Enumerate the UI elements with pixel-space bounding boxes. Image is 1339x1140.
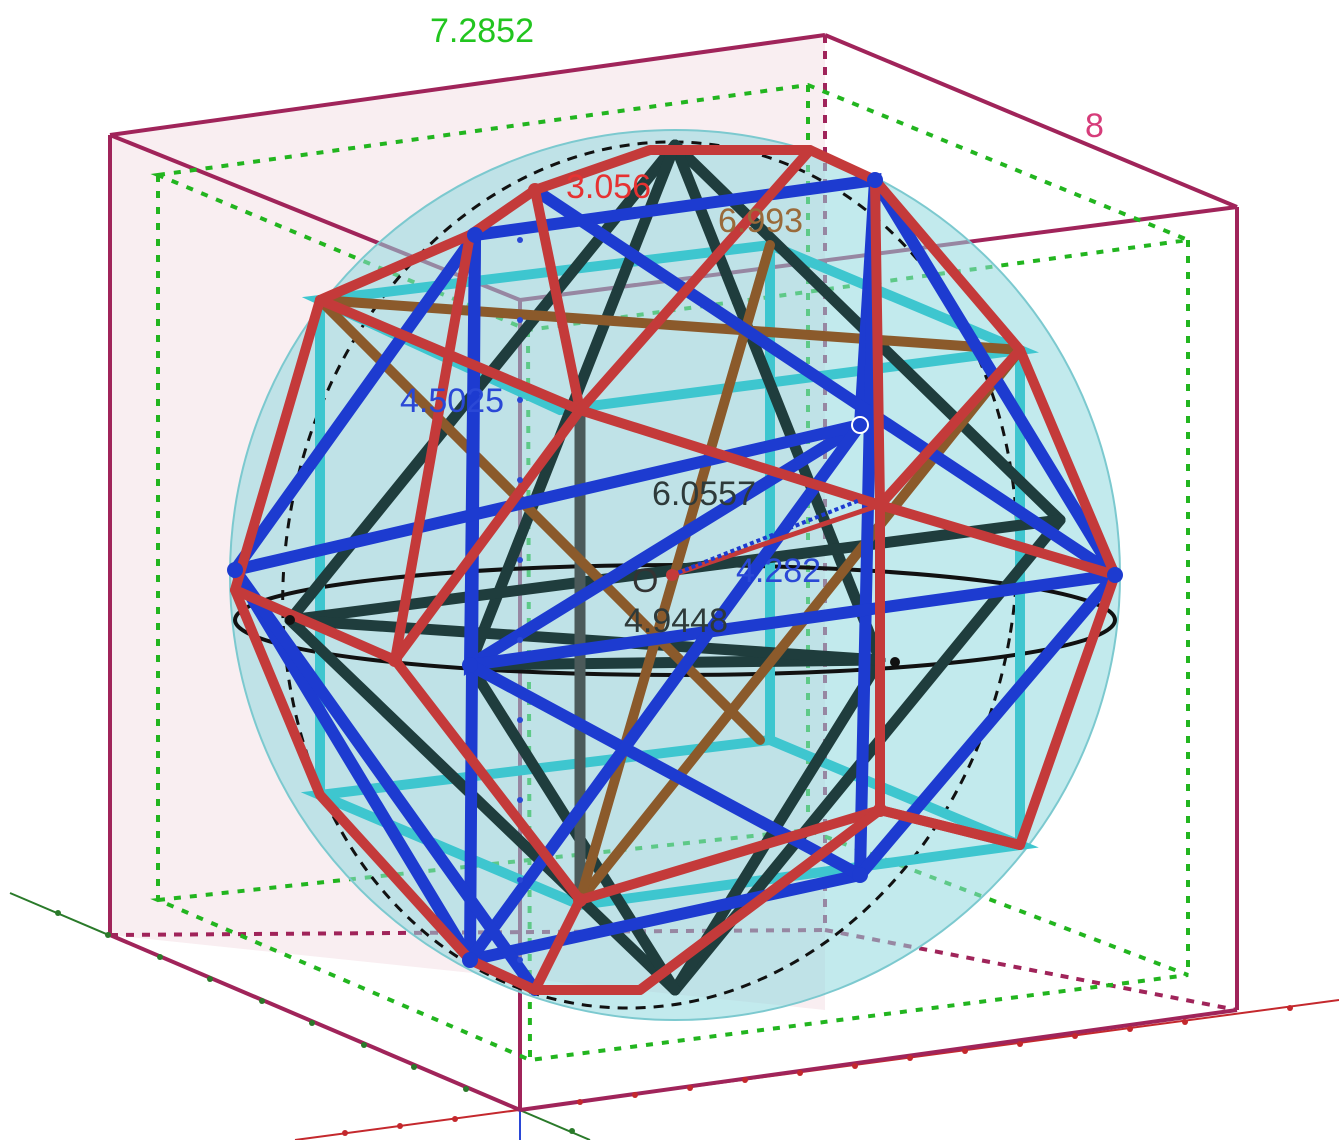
- axis-ticks: [55, 237, 1293, 1136]
- label-blue-edge: 4.5025: [400, 382, 504, 420]
- label-brown-edge: 6.993: [718, 202, 803, 240]
- label-dark-chord: 6.0557: [652, 475, 756, 513]
- label-origin: O: [632, 562, 658, 600]
- label-red-edge: 3.056: [566, 168, 651, 206]
- vertex-points: [227, 172, 1123, 968]
- red-frame: [230, 145, 1120, 995]
- label-radius-dark: 4.9448: [624, 602, 728, 640]
- radius-segment-red: [671, 502, 881, 578]
- label-green-cube-edge: 7.2852: [430, 12, 534, 50]
- label-radius-blue: 4.282: [736, 552, 821, 590]
- label-outer-cube-edge: 8: [1085, 107, 1104, 145]
- sphere-meridian: [281, 140, 1019, 1010]
- radius-segment-blue: [671, 498, 861, 577]
